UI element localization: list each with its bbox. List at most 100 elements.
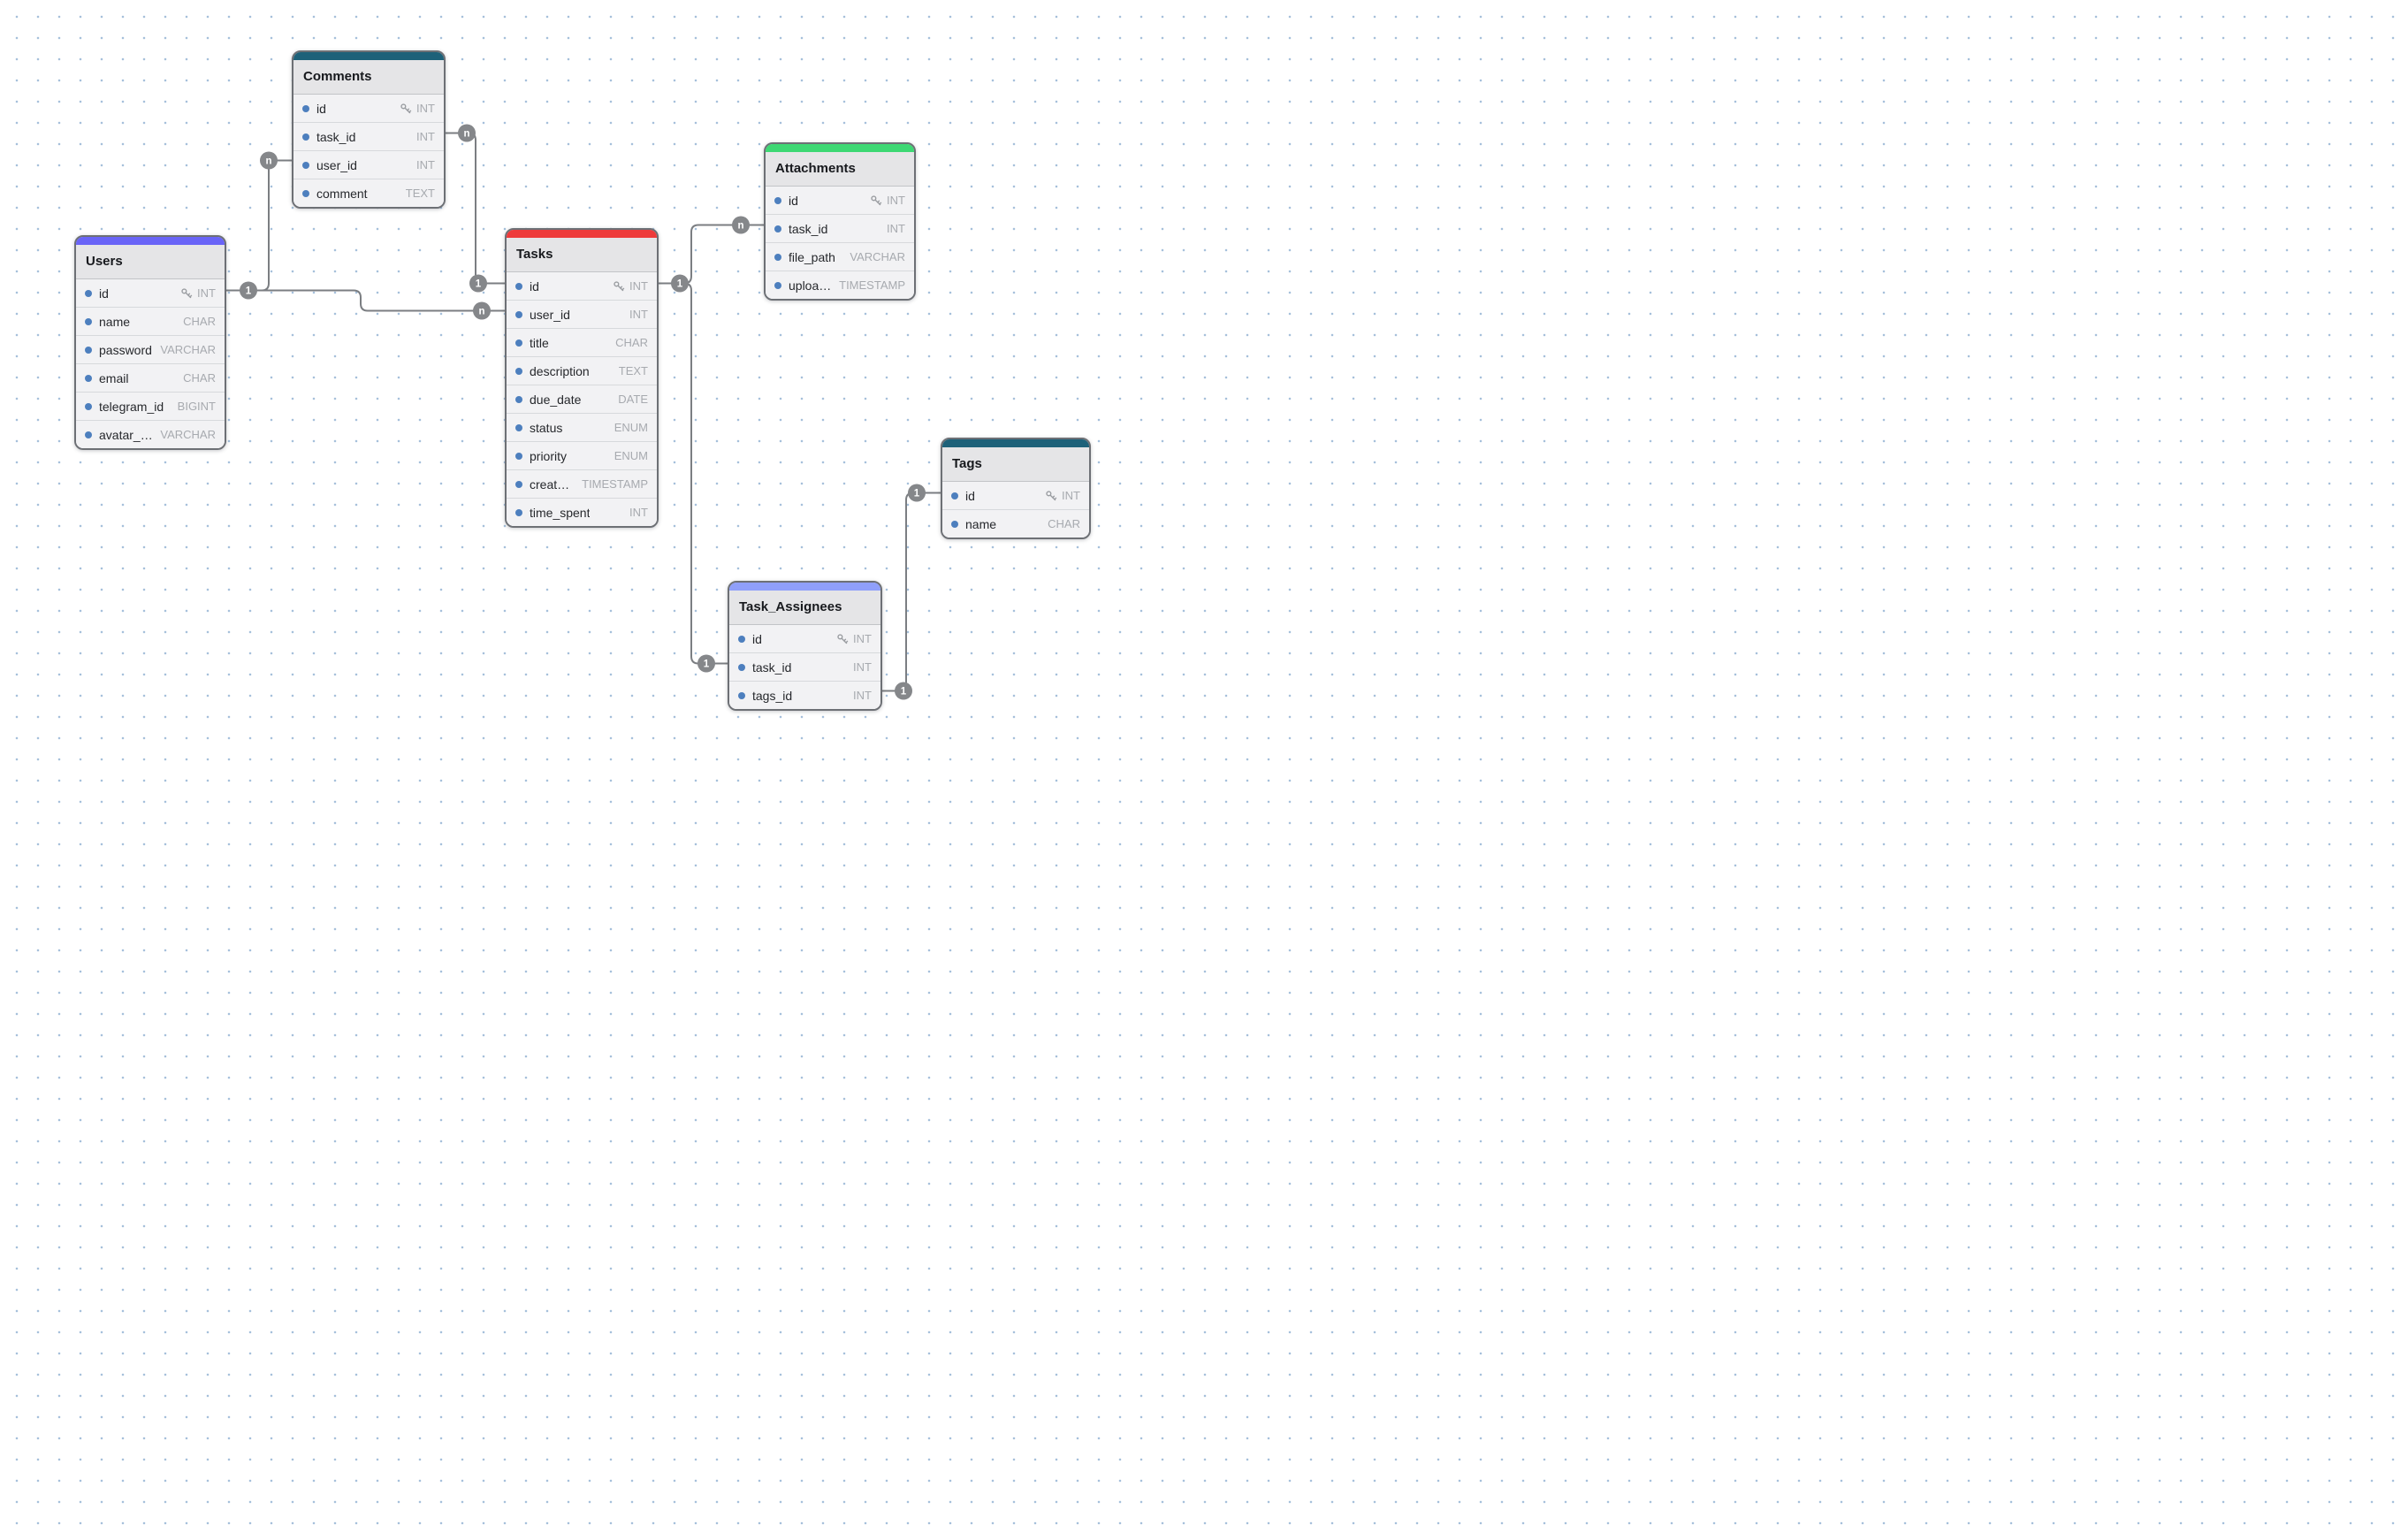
field-type: CHAR (183, 315, 216, 328)
field-dot-icon (774, 225, 781, 233)
field-type-group: INT (853, 689, 872, 702)
field-dot-icon (85, 346, 92, 354)
field-type-group: TIMESTAMP (839, 278, 905, 292)
table-accent-bar (507, 230, 657, 238)
field-type-group: INT (853, 660, 872, 674)
field-dot-icon (774, 196, 781, 204)
cardinality-badge[interactable] (240, 281, 257, 300)
cardinality-badge[interactable] (458, 124, 476, 142)
table-title: Users (76, 245, 225, 279)
field-row[interactable]: tags_id INT (729, 681, 880, 709)
field-type: INT (629, 279, 648, 293)
field-type-group: INT (1045, 489, 1080, 502)
field-name: user_id (530, 307, 570, 322)
field-dot-icon (85, 431, 92, 438)
field-type: INT (853, 689, 872, 702)
cardinality-badge[interactable] (732, 216, 750, 234)
field-name: upload... (789, 278, 833, 293)
cardinality-badge[interactable] (469, 274, 487, 293)
field-name: comment (316, 186, 368, 201)
field-name: time_spent (530, 505, 591, 520)
field-type-group: CHAR (1048, 517, 1080, 530)
field-row[interactable]: user_id INT (507, 300, 657, 328)
field-dot-icon (302, 133, 309, 141)
field-row[interactable]: upload... TIMESTAMP (766, 271, 914, 299)
field-dot-icon (85, 402, 92, 410)
cardinality-badge[interactable] (671, 274, 689, 293)
cardinality-label: 1 (677, 279, 683, 290)
field-row[interactable]: created...TIMESTAMP (507, 469, 657, 498)
field-row[interactable]: task_id INT (729, 652, 880, 681)
field-name: description (530, 363, 590, 378)
field-row[interactable]: id INT (507, 272, 657, 300)
table-accent-bar (293, 52, 444, 60)
cardinality-badge[interactable] (260, 151, 278, 170)
field-type: TIMESTAMP (582, 477, 648, 491)
relationship-tasks-task_assignees[interactable] (658, 282, 728, 665)
field-row[interactable]: avatar_pa...VARCHAR (76, 420, 225, 448)
field-type: VARCHAR (160, 428, 216, 441)
field-type: INT (629, 308, 648, 321)
field-dot-icon (85, 289, 92, 297)
relationship-comments-tasks[interactable] (445, 132, 506, 285)
table-title: Tags (942, 447, 1089, 482)
field-dot-icon (302, 104, 309, 112)
field-row[interactable]: description TEXT (507, 356, 657, 385)
relationship-tasks-attachments[interactable] (658, 224, 765, 285)
field-dot-icon (85, 317, 92, 325)
relationship-users-tasks[interactable] (225, 289, 506, 312)
field-name: id (99, 286, 109, 301)
cardinality-badge[interactable] (697, 654, 715, 673)
relationship-tags-task_assignees[interactable] (881, 492, 941, 692)
field-dot-icon (515, 452, 522, 460)
field-name: tags_id (752, 688, 793, 703)
table-accent-bar (729, 583, 880, 591)
table-accent-bar (76, 237, 225, 245)
cardinality-badge[interactable] (895, 682, 912, 700)
relationship-users-comments[interactable] (225, 159, 293, 292)
field-type-group: CHAR (183, 371, 216, 385)
field-dot-icon (515, 367, 522, 375)
field-name: id (316, 101, 326, 116)
field-name: id (789, 193, 798, 208)
table-title: Tasks (507, 238, 657, 272)
field-type-group: TIMESTAMP (582, 477, 648, 491)
field-dot-icon (515, 508, 522, 516)
field-name: id (752, 631, 762, 646)
cardinality-badge[interactable] (908, 484, 926, 502)
field-type: TEXT (618, 364, 648, 377)
field-type: TIMESTAMP (839, 278, 905, 292)
field-name: id (530, 278, 539, 294)
field-type-group: CHAR (615, 336, 648, 349)
field-name: task_id (752, 659, 792, 675)
field-type: DATE (618, 393, 648, 406)
cardinality-badge[interactable] (473, 301, 491, 320)
